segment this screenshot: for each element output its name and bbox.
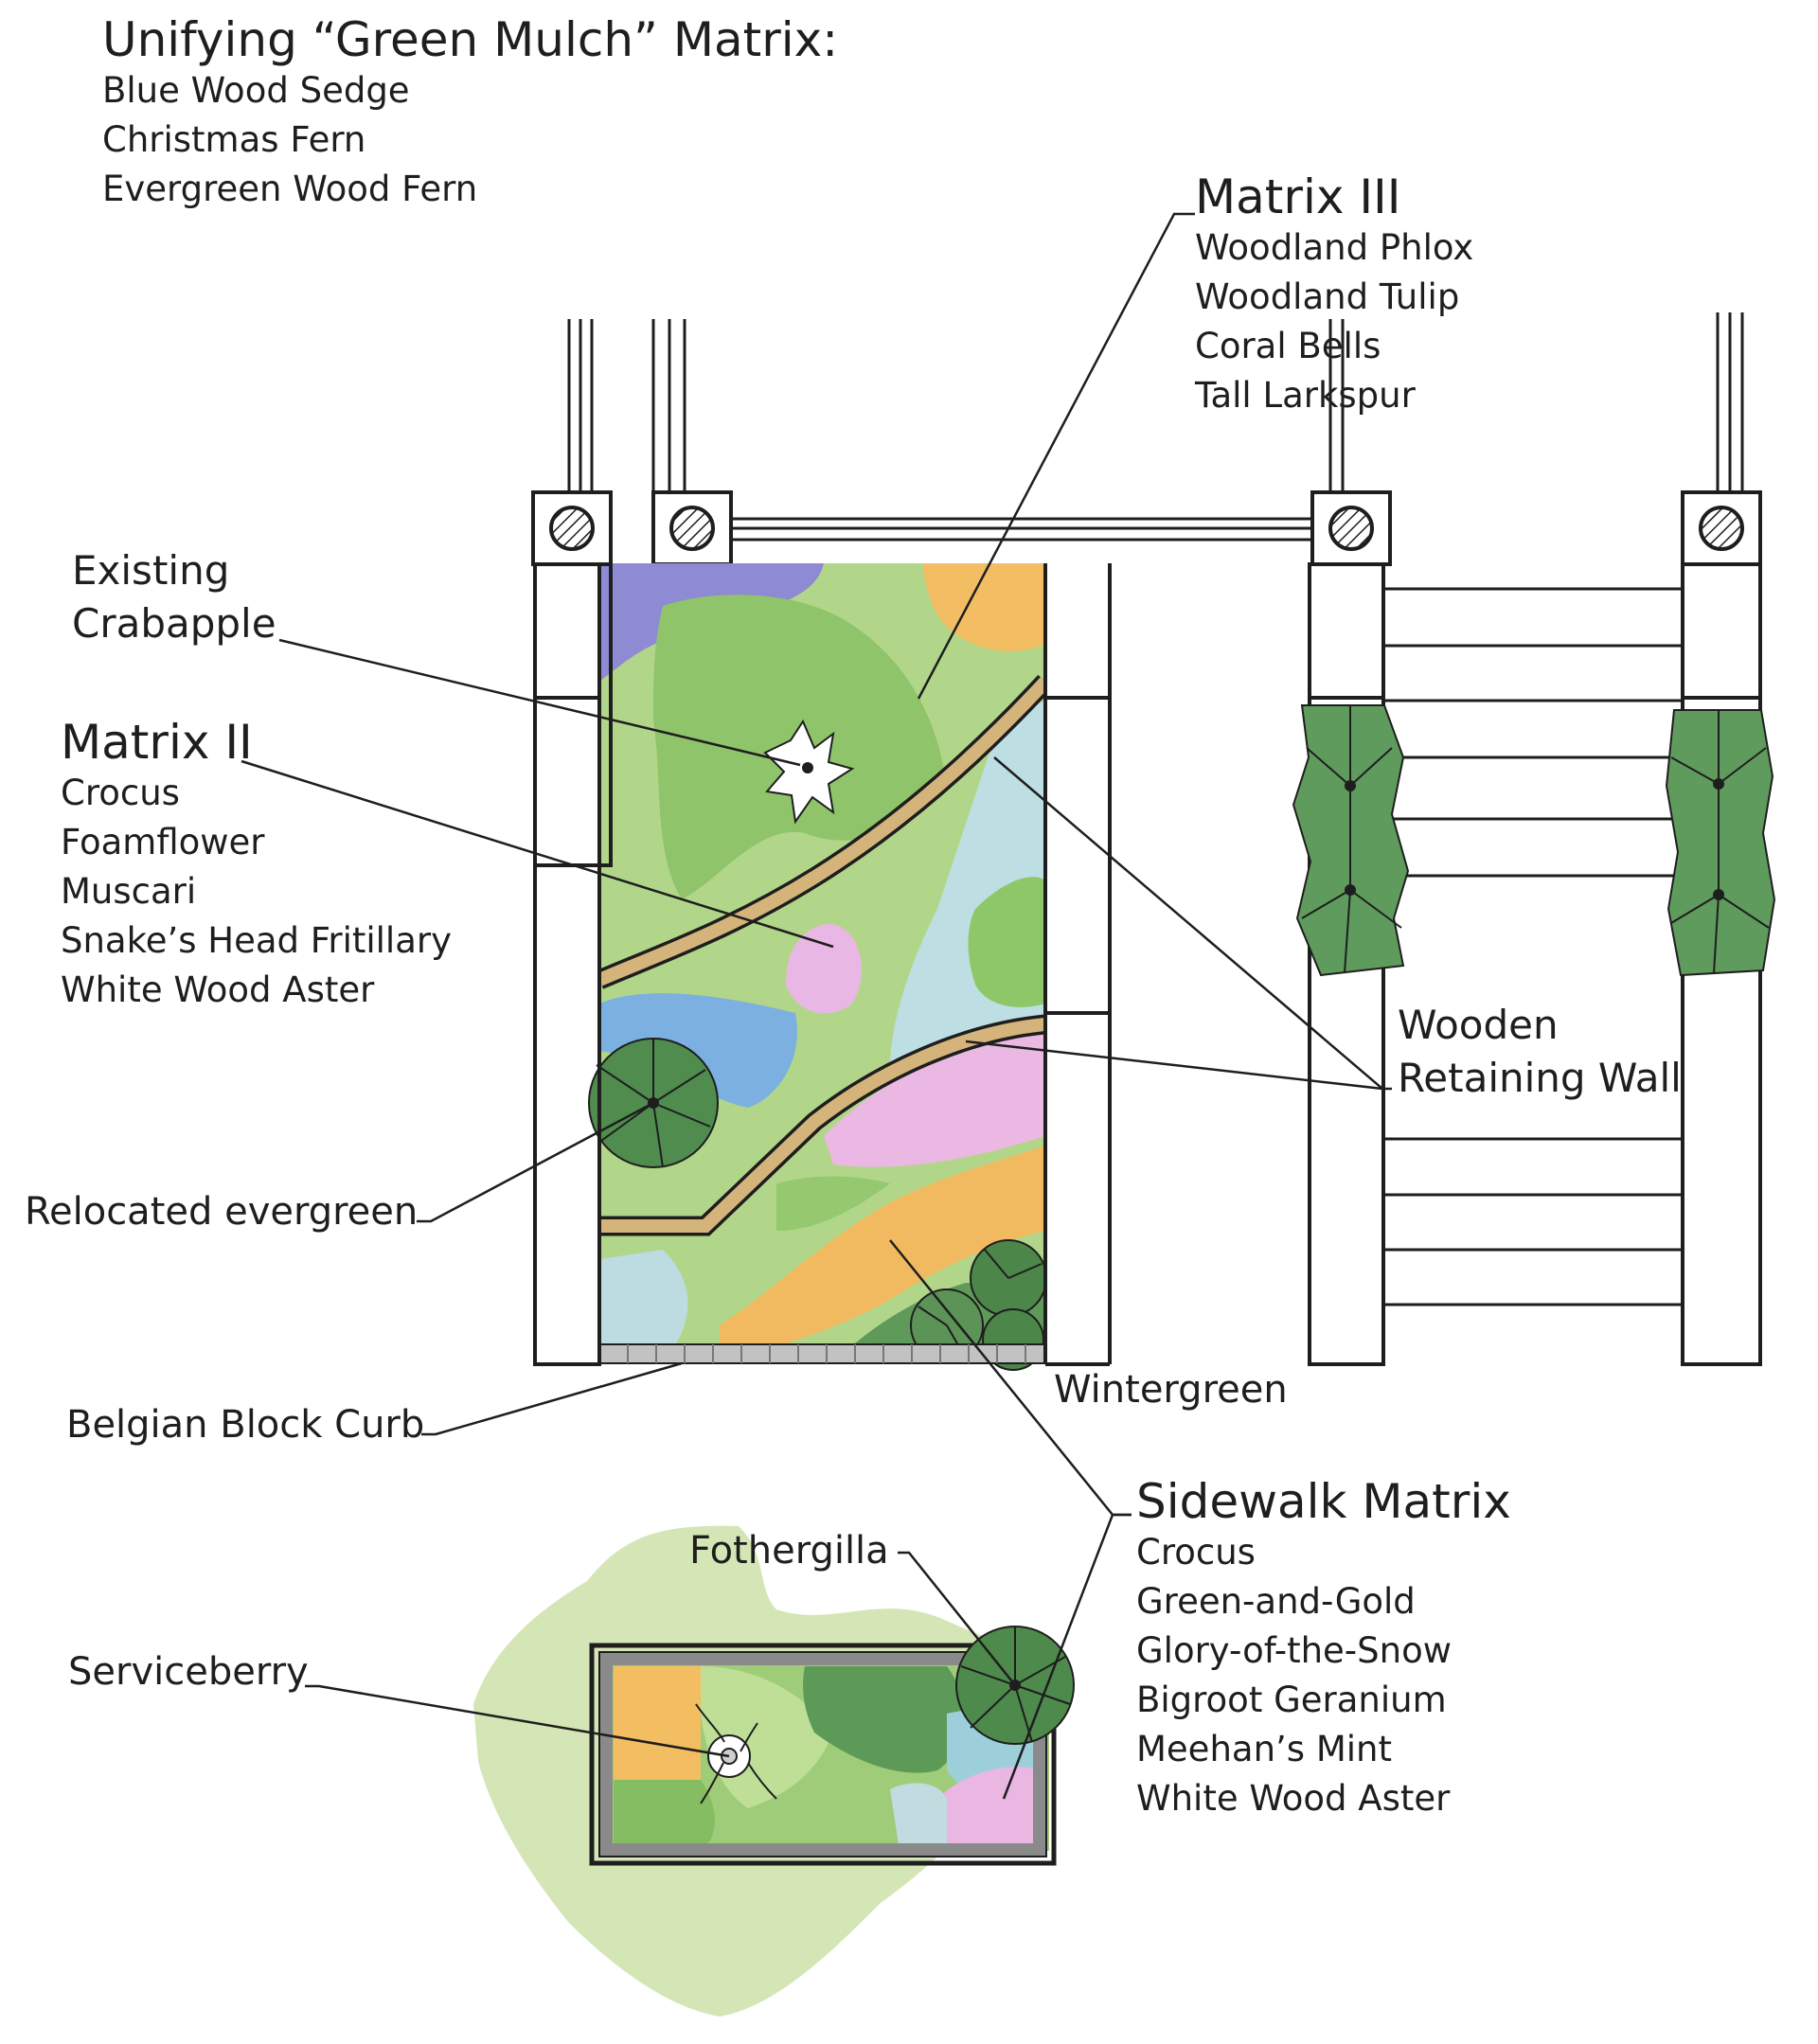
fence-rails <box>730 517 1315 542</box>
plant-name: Crocus <box>1136 1532 1256 1573</box>
belgian-block-curb <box>598 1343 1046 1364</box>
wintergreen-label: Wintergreen <box>1054 1368 1288 1412</box>
plant-name: Christmas Fern <box>102 119 366 160</box>
plant-name: Glory-of-the-Snow <box>1136 1630 1452 1671</box>
existing-crabapple-label: Existing Crabapple <box>72 544 276 650</box>
left-walkway <box>533 562 613 1366</box>
belgian-block-curb-label: Belgian Block Curb <box>66 1403 425 1447</box>
serviceberry-label: Serviceberry <box>68 1650 309 1694</box>
plant-name: Meehan’s Mint <box>1136 1729 1392 1769</box>
sidewalk-matrix-plant-list: Crocus Green-and-Gold Glory-of-the-Snow … <box>1136 1528 1511 1823</box>
unifying-matrix-plant-list: Blue Wood Sedge Christmas Fern Evergreen… <box>102 66 838 214</box>
side-evergreen-right <box>1665 709 1776 977</box>
post-boxes <box>531 490 1762 566</box>
sidewalk-matrix-title: Sidewalk Matrix <box>1136 1474 1511 1529</box>
plant-name: Foamflower <box>61 822 265 862</box>
plant-name: Woodland Tulip <box>1195 276 1460 317</box>
utility-lines <box>567 312 1744 492</box>
existing-crabapple-line1: Existing <box>72 547 230 594</box>
existing-crabapple-line2: Crabapple <box>72 600 276 647</box>
plant-name: Bigroot Geranium <box>1136 1680 1447 1720</box>
plant-name: Tall Larkspur <box>1195 375 1416 416</box>
matrix-iii-title: Matrix III <box>1195 169 1401 224</box>
plant-name: Evergreen Wood Fern <box>102 169 478 209</box>
sidewalk-curb <box>589 1643 1057 1866</box>
leader-lines <box>241 212 1392 1800</box>
plant-name: White Wood Aster <box>61 969 375 1010</box>
fothergilla-label: Fothergilla <box>689 1529 889 1573</box>
sidewalk-matrix-label: Sidewalk Matrix Crocus Green-and-Gold Gl… <box>1136 1475 1511 1823</box>
matrix-ii-title: Matrix II <box>61 715 253 770</box>
matrix-ii-label: Matrix II Crocus Foamflower Muscari Snak… <box>61 716 452 1015</box>
step-treads <box>1383 587 1683 1306</box>
right-column <box>1043 563 1112 1366</box>
matrix-iii-label: Matrix III Woodland Phlox Woodland Tulip… <box>1195 170 1473 420</box>
matrix-iii-plant-list: Woodland Phlox Woodland Tulip Coral Bell… <box>1195 223 1473 420</box>
wooden-retaining-wall-line1: Wooden <box>1398 1002 1559 1048</box>
side-evergreen-left <box>1292 704 1410 977</box>
plant-name: Green-and-Gold <box>1136 1581 1416 1622</box>
plant-name: Blue Wood Sedge <box>102 70 410 111</box>
relocated-evergreen-label: Relocated evergreen <box>25 1190 419 1234</box>
plant-name: Woodland Phlox <box>1195 227 1474 268</box>
wooden-retaining-wall-line2: Retaining Wall <box>1398 1055 1682 1101</box>
crabapple-tree <box>763 719 855 825</box>
plant-name: Crocus <box>61 773 180 813</box>
plant-name: Snake’s Head Fritillary <box>61 920 452 961</box>
plant-name: Muscari <box>61 871 197 912</box>
unifying-matrix-label: Unifying “Green Mulch” Matrix: Blue Wood… <box>102 13 838 214</box>
post-circles <box>549 506 1744 551</box>
wooden-retaining-wall-label: Wooden Retaining Wall <box>1398 999 1682 1105</box>
matrix-ii-plant-list: Crocus Foamflower Muscari Snake’s Head F… <box>61 769 452 1015</box>
planting-bed <box>599 563 1045 1363</box>
plant-name: Coral Bells <box>1195 326 1381 366</box>
plant-name: White Wood Aster <box>1136 1778 1451 1819</box>
unifying-matrix-title: Unifying “Green Mulch” Matrix: <box>102 12 839 67</box>
